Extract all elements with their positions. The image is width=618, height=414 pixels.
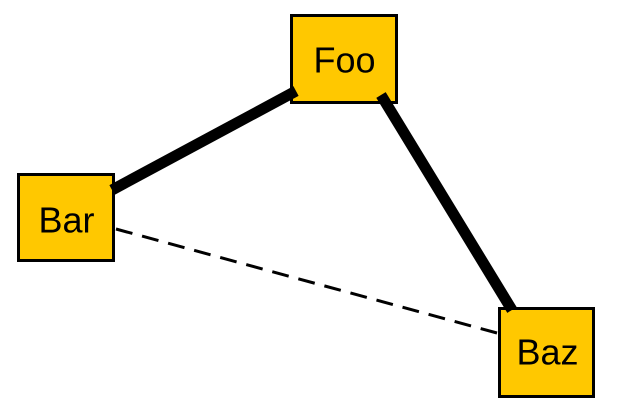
edge-bar-baz[interactable] bbox=[115, 227, 498, 335]
node-bar[interactable]: Bar bbox=[17, 173, 115, 262]
node-foo-label: Foo bbox=[313, 40, 375, 81]
node-bar-label: Bar bbox=[38, 200, 94, 241]
node-foo-box bbox=[290, 14, 398, 104]
edge-foo-baz[interactable] bbox=[376, 92, 517, 313]
node-baz-box bbox=[498, 307, 595, 398]
node-baz-label: Baz bbox=[516, 332, 578, 373]
node-baz[interactable]: Baz bbox=[498, 307, 595, 398]
edge-bar-foo[interactable] bbox=[109, 86, 299, 195]
node-bar-box bbox=[17, 173, 115, 262]
node-foo[interactable]: Foo bbox=[290, 14, 398, 104]
